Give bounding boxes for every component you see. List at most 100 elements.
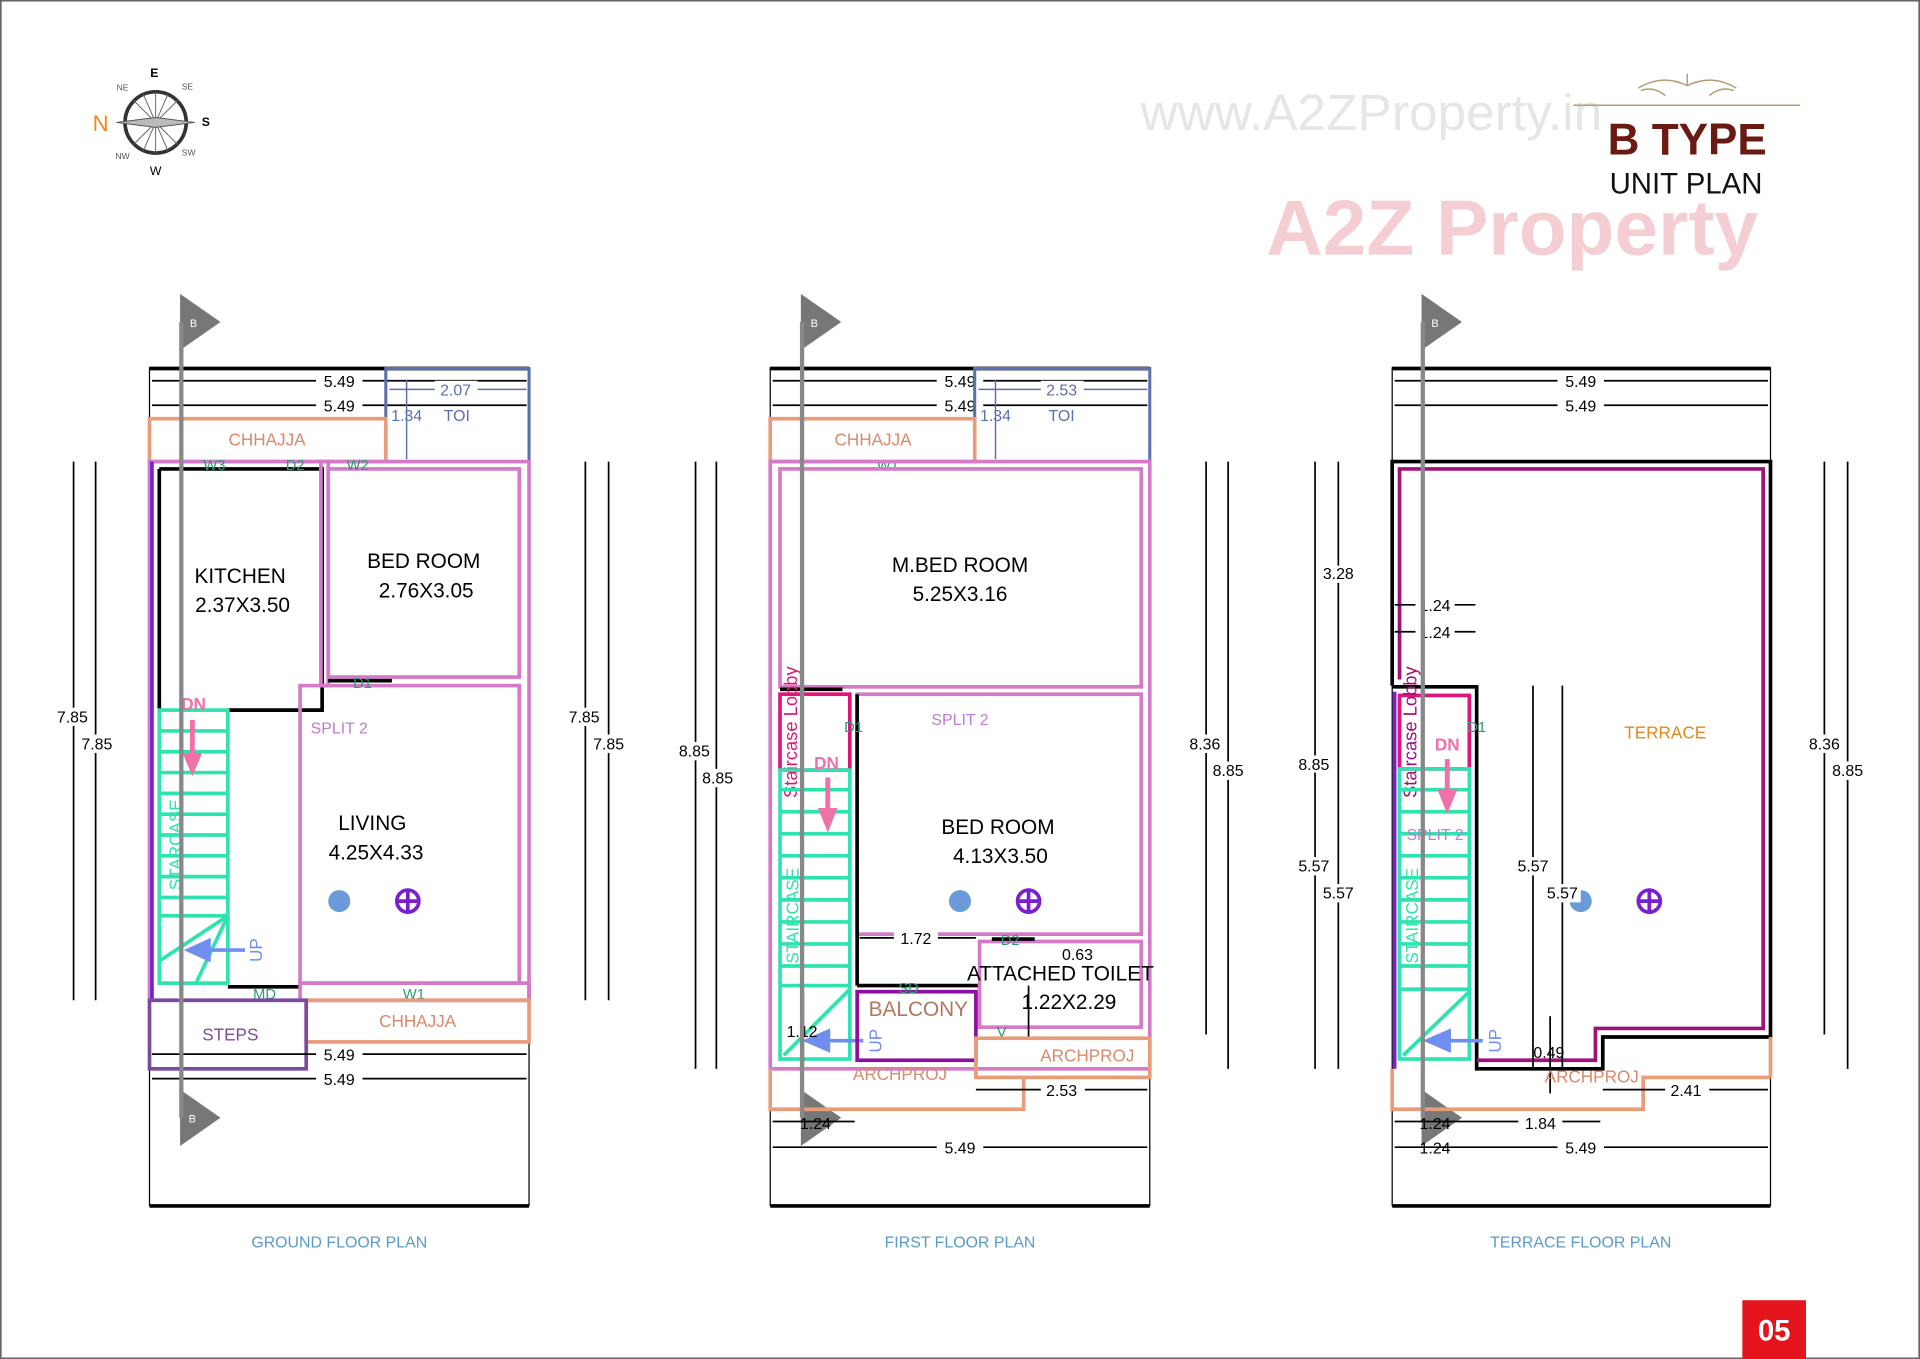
dim-label: 7.85: [57, 709, 88, 726]
section-marker-icon: [180, 1089, 221, 1146]
room-size-bedroom: 4.13X3.50: [953, 845, 1048, 868]
steps-label: STEPS: [202, 1025, 258, 1045]
compass-e: E: [150, 66, 158, 80]
dim-label: 1.24: [1420, 1140, 1451, 1157]
dim-label: 5.49: [324, 1072, 355, 1089]
dim-label: 8.85: [1213, 763, 1244, 780]
dim-label: 8.85: [679, 744, 710, 761]
ground-floor-plan: B B 5.49 5.49 2.07 1.34 TOI CHHAJJA W3 D…: [54, 293, 627, 1252]
section-marker-icon: [800, 1089, 842, 1146]
section-marker-icon: [1421, 1089, 1462, 1146]
dim-label: 2.53: [1046, 1083, 1077, 1100]
dim-label: 5.57: [1547, 886, 1578, 903]
dn-label: DN: [814, 753, 839, 773]
dim-label: 7.85: [81, 736, 112, 753]
dim-label: 5.49: [945, 398, 976, 415]
dim-label: 7.85: [569, 709, 600, 726]
dim-label: 1.84: [1525, 1116, 1556, 1133]
window-label: W3: [203, 458, 225, 474]
dim-label: 1.24: [800, 1116, 831, 1133]
page-title: B TYPE: [1608, 115, 1767, 164]
compass-ne: NE: [117, 83, 129, 93]
door-label: D1: [353, 676, 372, 692]
terrace-floor-plan: B 5.49 5.49 D1 Staircase Lobby DN SPLIT …: [1295, 293, 1866, 1252]
up-label: UP: [1485, 1029, 1505, 1053]
page-number: 05: [1758, 1315, 1791, 1348]
dim-label: 8.36: [1809, 736, 1840, 753]
dim-label: 8.85: [1832, 763, 1863, 780]
door-label: D1: [1467, 720, 1486, 736]
chhajja-label: CHHAJJA: [835, 430, 913, 450]
down-arrow-icon: [1437, 789, 1458, 815]
dim-label: 5.57: [1323, 886, 1354, 903]
staircase-label: STAIRCASE: [1402, 868, 1422, 964]
page-number-badge: [1742, 1300, 1807, 1359]
fan-icon: [328, 890, 351, 913]
dim-label: 2.07: [440, 382, 471, 399]
room-name-terrace: TERRACE: [1624, 722, 1706, 742]
dn-label: DN: [181, 694, 206, 714]
section-marker-icon: [180, 293, 221, 351]
compass-sw: SW: [182, 147, 197, 157]
section-marker-icon: [800, 293, 842, 351]
dim-label: 5.49: [945, 374, 976, 391]
ventilator-label: V: [997, 1025, 1007, 1041]
room-name-master-bedroom: M.BED ROOM: [892, 554, 1028, 577]
dim-label: 1.24: [1420, 598, 1451, 615]
first-floor-plan: B 5.49 5.49 2.53 1.34 TOI CHHAJJA W1 D1 …: [675, 293, 1247, 1252]
room-name-bedroom: BED ROOM: [941, 816, 1054, 839]
dn-label: DN: [1435, 735, 1460, 755]
dim-label: 5.49: [324, 398, 355, 415]
ground-floor-caption: GROUND FLOOR PLAN: [251, 1235, 427, 1252]
section-marker-label: B: [811, 318, 818, 330]
dim-label: 1.34: [391, 408, 422, 425]
door-label-sd: SD: [898, 981, 918, 997]
dim-label: 3.28: [1323, 566, 1354, 583]
compass-w: W: [150, 164, 162, 178]
staircase-lobby-label: Staircase Lobby: [1400, 666, 1421, 798]
dim-label: 8.85: [1298, 757, 1329, 774]
down-arrow-icon: [817, 808, 838, 833]
room-name-bedroom: BED ROOM: [367, 550, 480, 573]
up-arrow-icon: [1422, 1028, 1451, 1053]
dim-label: 5.57: [1517, 859, 1548, 876]
room-size-attached-toilet: 1.22X2.29: [1022, 991, 1117, 1014]
staircase-label: STAIRCASE: [782, 868, 802, 964]
window-label: W2: [347, 458, 369, 474]
room-size-master-bedroom: 5.25X3.16: [913, 583, 1008, 606]
up-label: UP: [246, 938, 266, 962]
page-subtitle: UNIT PLAN: [1610, 167, 1763, 200]
chhajja-label: CHHAJJA: [228, 430, 306, 450]
compass-n: N: [93, 111, 109, 136]
dim-label: 2.53: [1046, 382, 1077, 399]
brand-watermark: A2Z Property: [1266, 184, 1758, 272]
up-arrow-icon: [802, 1028, 831, 1053]
dim-label: 8.36: [1189, 736, 1220, 753]
watermark-url: www.A2ZProperty.in: [1139, 83, 1602, 141]
dim-label: 1.24: [1420, 1116, 1451, 1133]
room-name-kitchen: KITCHEN: [194, 565, 285, 588]
section-marker-icon: [1421, 293, 1462, 351]
staircase: DN STAIRCASE UP: [778, 753, 886, 1061]
section-marker-label: B: [189, 1114, 196, 1126]
dim-label: 1.34: [980, 408, 1011, 425]
dim-label: 0.63: [1062, 947, 1093, 964]
dim-label: 5.49: [1565, 374, 1596, 391]
door-label: D2: [1001, 933, 1020, 949]
compass-nw: NW: [115, 151, 130, 161]
dim-label: 7.85: [593, 736, 624, 753]
fan-icon: [948, 890, 972, 913]
room-size-living: 4.25X4.33: [329, 841, 424, 864]
dim-label: 2.41: [1671, 1083, 1702, 1100]
compass-rose-icon: N S E W NE SE NW SW: [93, 66, 210, 178]
toi-label: TOI: [1049, 408, 1075, 425]
split-label: SPLIT 2: [311, 720, 368, 737]
dim-label: 1.72: [900, 931, 931, 948]
room-name-balcony: BALCONY: [869, 998, 969, 1021]
dim-label: 0.49: [1533, 1045, 1564, 1062]
up-label: UP: [866, 1029, 886, 1053]
archproj-label: ARCHPROJ: [1040, 1045, 1134, 1065]
door-label: D2: [286, 458, 305, 474]
chhajja-label: CHHAJJA: [379, 1011, 457, 1031]
